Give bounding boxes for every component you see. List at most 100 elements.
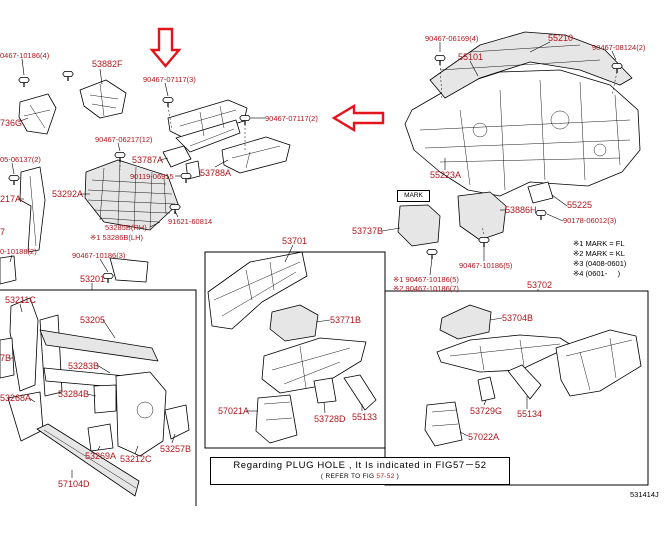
note-refer-figure-link[interactable]: 57-52: [376, 473, 395, 480]
callout-53886h[interactable]: 53886H: [505, 205, 537, 215]
callout-53702[interactable]: 53702: [527, 280, 553, 290]
leader-line: [429, 257, 433, 276]
callout-55225[interactable]: 55225: [567, 200, 593, 210]
callout-53701[interactable]: 53701: [282, 236, 308, 246]
callout-05-06137-2[interactable]: 05-06137(2): [0, 155, 41, 164]
note-refer-prefix: ( REFER TO FIG: [320, 473, 377, 480]
leader-line: [99, 68, 103, 85]
dash-panel-detail: [419, 44, 631, 191]
member-53212c-hole: [136, 401, 154, 419]
callout-90467-10186-4[interactable]: 0467-10186(4): [0, 51, 50, 60]
callout-57104d[interactable]: 57104D: [58, 479, 90, 489]
arrow-down-icon: [149, 27, 182, 68]
callout-53284b[interactable]: 53284B: [58, 389, 90, 399]
callout-53211c[interactable]: 53211C: [5, 295, 36, 305]
callout-53788a[interactable]: 53788A: [200, 168, 232, 178]
callout-53212c[interactable]: 53212C: [120, 454, 152, 464]
callout-7b[interactable]: 7B: [0, 353, 12, 363]
callout-53286b-lh[interactable]: ※1 53286B(LH): [90, 233, 143, 242]
callout-partial-7[interactable]: 7: [0, 227, 6, 237]
callout-90467-10186-3[interactable]: 90467-10186(3): [72, 251, 126, 260]
callout-55134[interactable]: 55134: [517, 409, 543, 419]
figure-id: 531414J: [630, 490, 659, 499]
callout-53269a[interactable]: 53269A: [85, 451, 117, 461]
callout-90467-06217-12[interactable]: 90467-06217(12): [95, 135, 153, 144]
leader-line: [9, 254, 13, 263]
leader-lines: [8, 41, 618, 478]
callout-53285b-rh[interactable]: 53285B(RH): [105, 223, 147, 232]
silencer-53737b: [397, 204, 441, 247]
bracket-55225: [527, 181, 554, 204]
callout-53283b[interactable]: 53283B: [68, 361, 100, 371]
callout-53882f[interactable]: 53882F: [92, 59, 123, 69]
callout-53787a[interactable]: 53787A: [132, 155, 164, 165]
callout-217a[interactable]: 217A: [0, 194, 22, 204]
bolt-icon: [169, 204, 181, 214]
callout-90467-07117-2[interactable]: 90467-07117(2): [265, 114, 318, 123]
crossbar-53205: [39, 329, 159, 362]
leader-line: [99, 258, 109, 273]
leader-line: [149, 221, 161, 228]
callout-55101[interactable]: 55101: [458, 52, 484, 62]
callout-736g[interactable]: 736G: [0, 118, 23, 128]
callout-55210[interactable]: 55210: [548, 33, 574, 43]
leader-line: [97, 445, 101, 451]
callout-91621-60814[interactable]: 91621-60814: [168, 217, 213, 226]
reinforcement-57104d-detail: [43, 429, 137, 489]
leader-line: [28, 397, 36, 403]
callout-53268a[interactable]: 53268A: [0, 393, 32, 403]
callout-55133[interactable]: 55133: [352, 412, 378, 422]
bolt-icon: [114, 152, 126, 162]
legend-line: ※3 (0408-0601): [573, 259, 627, 268]
callout-90467-08124-2[interactable]: 90467-08124(2): [592, 43, 646, 52]
leader-line: [17, 117, 29, 123]
leader-line: [117, 142, 121, 152]
callout-90467-10186-5[interactable]: 90467-10186(5): [459, 261, 513, 270]
bolt-icon: [62, 71, 74, 81]
callout-57021a[interactable]: 57021A: [218, 406, 250, 416]
member-53211c: [9, 297, 39, 392]
clip-53882f: [79, 79, 127, 119]
front-section-frame: [0, 289, 197, 506]
callout-53201[interactable]: 53201: [80, 274, 106, 284]
callout-90467-10186-7-kl[interactable]: ※2 90467-10186(7): [393, 284, 459, 293]
callout-53704b[interactable]: 53704B: [502, 313, 534, 323]
panel-57022a-detail: [431, 409, 459, 427]
callout-90119-06915[interactable]: 90119-06915: [130, 172, 174, 181]
mark-tag: MARK: [397, 190, 430, 202]
callout-53771b[interactable]: 53771B: [330, 315, 362, 325]
callout-53257b[interactable]: 53257B: [160, 444, 192, 454]
bracket-53284b: [93, 384, 117, 414]
callout-53737b[interactable]: 53737B: [352, 226, 384, 236]
callout-53728d[interactable]: 53728D: [314, 414, 346, 424]
brace-upper-detail: [179, 105, 237, 147]
leader-line: [483, 399, 487, 406]
bracket-53788a-detail: [231, 145, 281, 169]
support-vertical-left: [39, 314, 63, 397]
leader-line: [19, 303, 23, 313]
leader-line: [102, 319, 116, 339]
dash-panel-hole-a: [472, 122, 488, 138]
axis-dashed-line: [481, 225, 485, 235]
callout-90467-10186-5-fl[interactable]: ※1 90467-10186(5): [393, 275, 459, 284]
leader-line: [315, 319, 331, 323]
bracket-53257b: [164, 404, 190, 440]
callout-90467-07117-3[interactable]: 90467-07117(3): [143, 75, 196, 84]
arrow-left-icon: [331, 103, 385, 133]
callout-53205[interactable]: 53205: [80, 315, 106, 325]
callout-55223a[interactable]: 55223A: [430, 170, 462, 180]
callout-90467-06169-4[interactable]: 90467-06169(4): [425, 34, 479, 43]
bolt-icon: [8, 175, 20, 185]
clip-53882f-detail: [89, 83, 119, 117]
callout-53292a[interactable]: 53292A: [52, 189, 84, 199]
callout-57022a[interactable]: 57022A: [468, 432, 500, 442]
callout-90178-06012-3[interactable]: 90178-06012(3): [563, 216, 617, 225]
callout-0-10188-2[interactable]: 0-10188(2): [0, 247, 37, 256]
dash-panel-hole-c: [593, 143, 607, 157]
bolt-icon: [434, 55, 446, 65]
cowl-panel-55210: [429, 31, 633, 99]
leader-line: [96, 364, 111, 374]
leader-line: [469, 60, 479, 77]
apron-53702-detail: [449, 337, 633, 391]
callout-53729g[interactable]: 53729G: [470, 406, 503, 416]
